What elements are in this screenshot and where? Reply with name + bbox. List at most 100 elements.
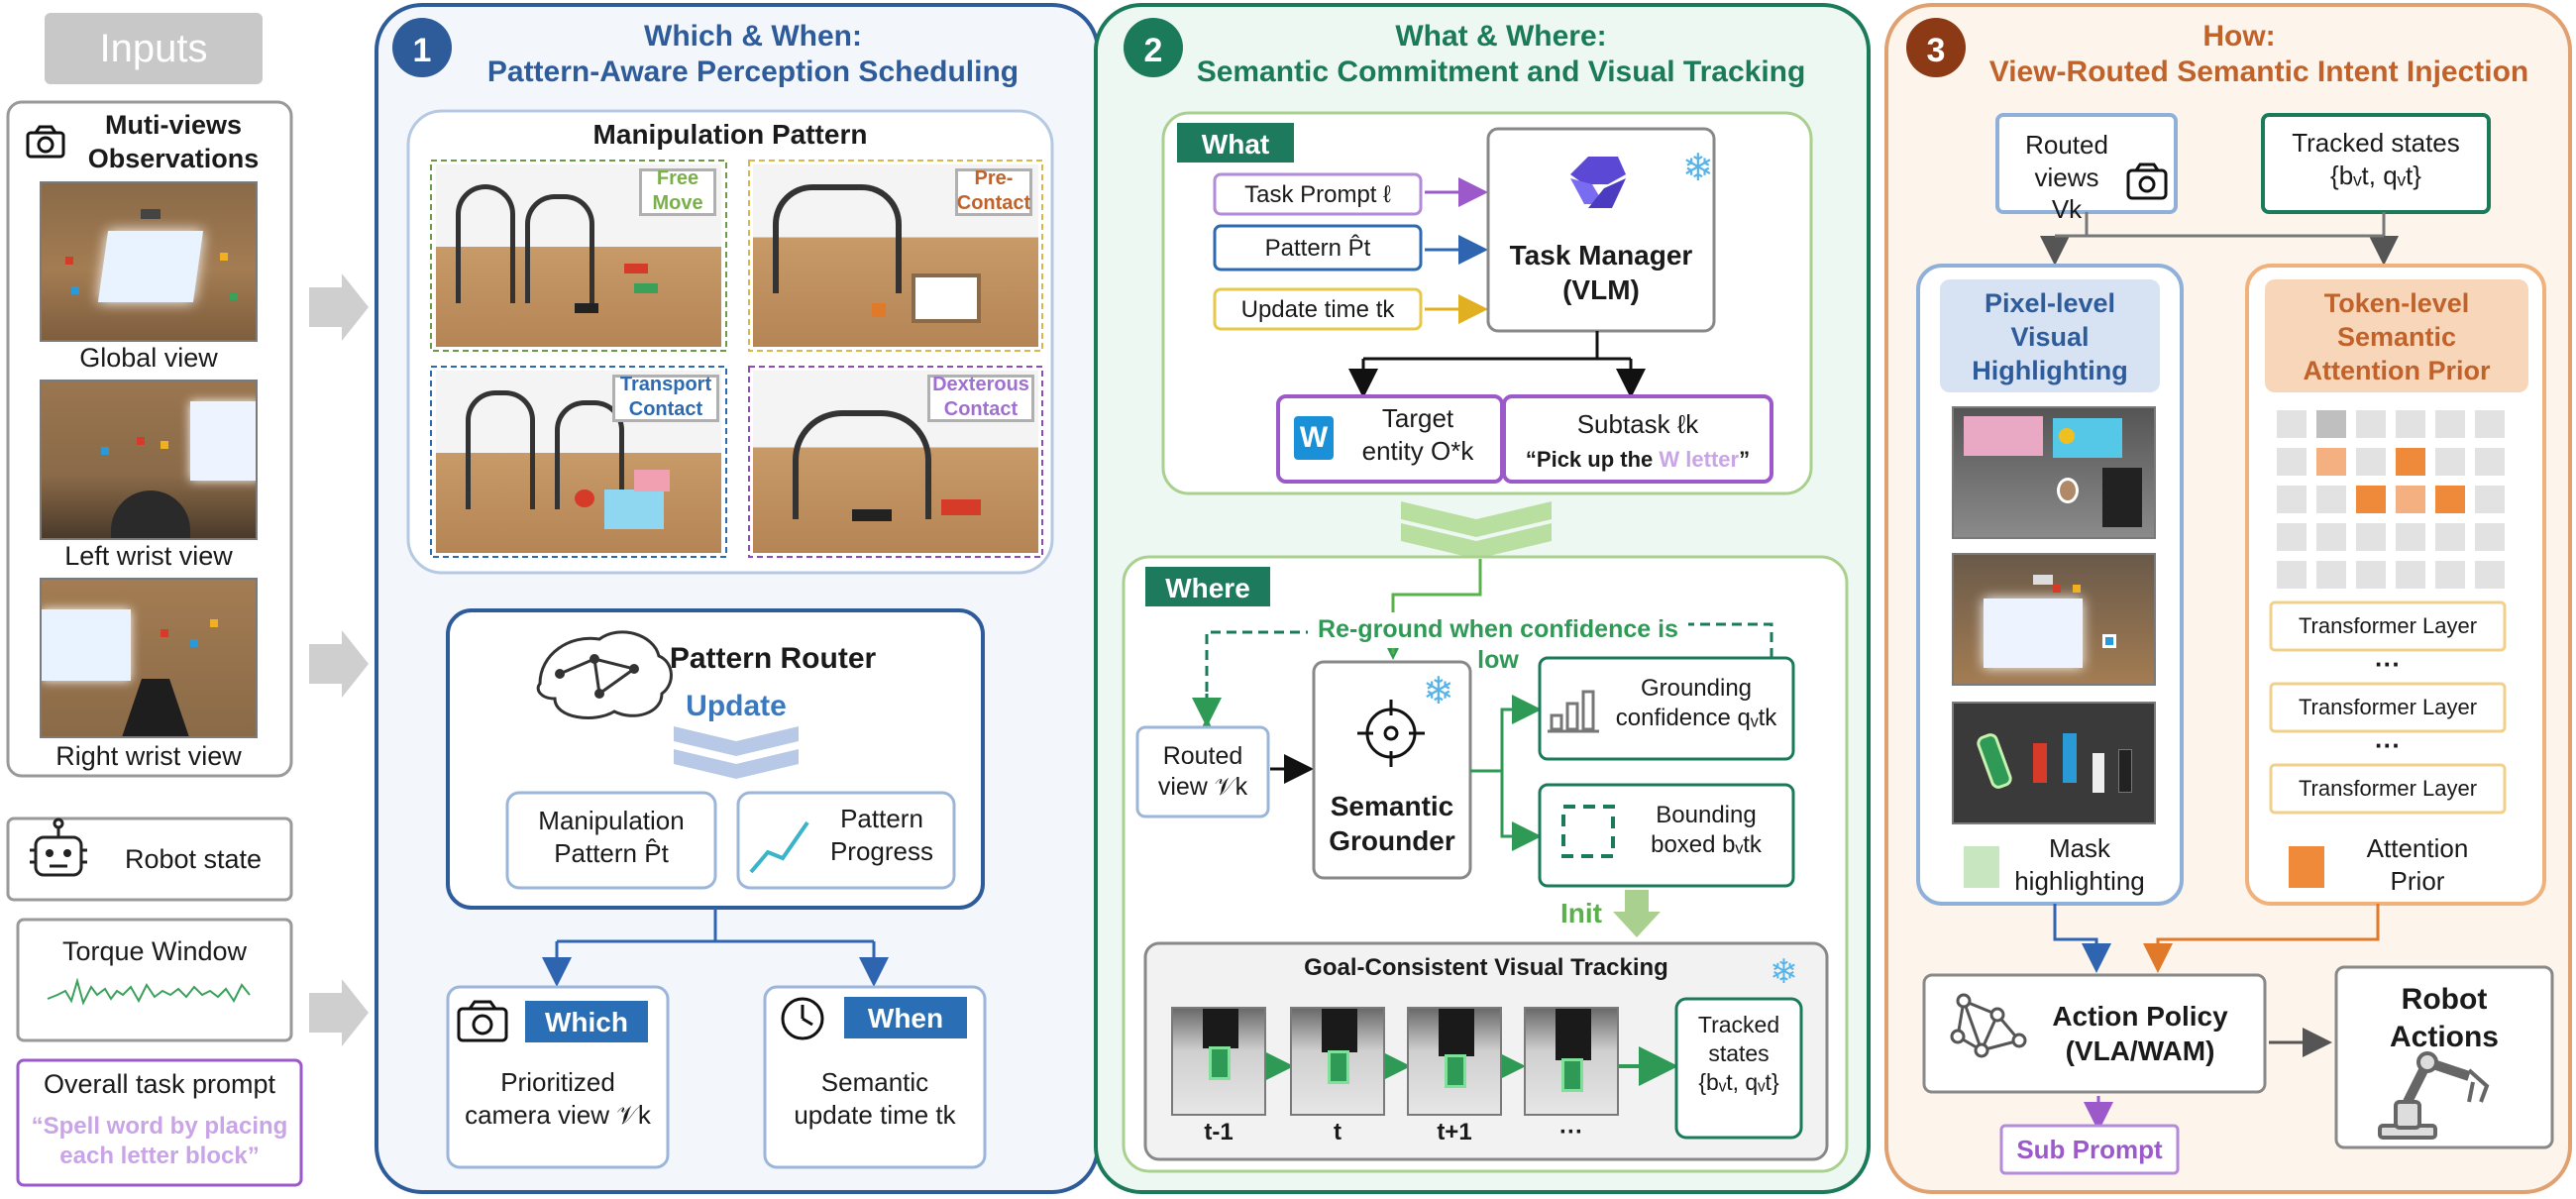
routed-views: Routed views Vk bbox=[2025, 130, 2108, 224]
panel1-title-2: Pattern-Aware Perception Scheduling bbox=[486, 55, 1020, 88]
robot-icon bbox=[28, 828, 91, 888]
robot-arm-icon bbox=[2376, 1050, 2495, 1142]
panel3-title-1: How: bbox=[2202, 20, 2276, 53]
panel1-number: 1 bbox=[412, 32, 432, 69]
attention-prior: Attention Prior bbox=[2366, 833, 2469, 896]
attention-cell bbox=[2475, 523, 2505, 551]
w-letter-icon: W bbox=[1299, 421, 1329, 454]
overall-task-prompt-quote: “Spell word by placing each letter block… bbox=[31, 1113, 288, 1169]
pattern-input: Pattern P̂t bbox=[1264, 235, 1371, 262]
attention-cell bbox=[2356, 448, 2386, 476]
attention-cell bbox=[2356, 410, 2386, 438]
attention-cell bbox=[2277, 410, 2307, 438]
clock-icon bbox=[779, 995, 826, 1042]
attention-cell bbox=[2435, 561, 2465, 589]
panel2-title-1: What & Where: bbox=[1395, 20, 1607, 53]
attention-cell bbox=[2435, 448, 2465, 476]
frame-label: ··· bbox=[1559, 1119, 1583, 1145]
prioritized-view: Prioritized camera view 𝒱k bbox=[465, 1067, 651, 1130]
torque-signal-icon bbox=[40, 979, 258, 1019]
transformer-layer: Transformer Layer bbox=[2298, 695, 2478, 719]
pattern-router-title: Pattern Router bbox=[669, 642, 877, 675]
attention-cell bbox=[2277, 486, 2307, 513]
transformer-layer: Transformer Layer bbox=[2298, 613, 2478, 638]
mask-legend-icon bbox=[1964, 846, 1999, 888]
dexterous-contact-label: Dexterous Contact bbox=[932, 374, 1029, 420]
right-wrist-view-label: Right wrist view bbox=[55, 741, 242, 771]
panel3-number: 3 bbox=[1926, 32, 1946, 69]
attention-cell bbox=[2435, 410, 2465, 438]
panel3-title-2: View-Routed Semantic Intent Injection bbox=[1988, 55, 2529, 88]
free-move-tag bbox=[639, 168, 716, 216]
attention-cell bbox=[2475, 410, 2505, 438]
highlight-image bbox=[1952, 553, 2156, 686]
when-label: When bbox=[867, 1003, 944, 1034]
global-view-label: Global view bbox=[79, 343, 218, 373]
attention-cell bbox=[2316, 448, 2346, 476]
attention-cell bbox=[2475, 486, 2505, 513]
right-wrist-view-image bbox=[40, 578, 258, 738]
transport-contact-tag bbox=[612, 375, 719, 422]
dexterous-contact-tag bbox=[927, 375, 1034, 422]
camera-icon bbox=[456, 999, 511, 1044]
target-entity: Target entity O*k bbox=[1361, 403, 1474, 466]
attention-cell bbox=[2356, 486, 2386, 513]
token-level-title: Token-level Semantic Attention Prior bbox=[2303, 288, 2491, 385]
attention-cell bbox=[2396, 486, 2425, 513]
ellipsis: ··· bbox=[2375, 649, 2401, 679]
panel2-title-2: Semantic Commitment and Visual Tracking bbox=[1196, 55, 1806, 88]
action-policy: Action Policy (VLA/WAM) bbox=[2052, 1001, 2228, 1066]
camera-icon bbox=[26, 125, 65, 159]
pre-contact-label: Pre- Contact bbox=[956, 167, 1031, 214]
task-manager: Task Manager (VLM) bbox=[1509, 240, 1693, 305]
attention-cell bbox=[2316, 561, 2346, 589]
attention-legend-icon bbox=[2289, 846, 2324, 888]
attention-cell bbox=[2475, 561, 2505, 589]
attention-cell bbox=[2277, 561, 2307, 589]
attention-cell bbox=[2475, 448, 2505, 476]
inputs-header: Inputs bbox=[99, 27, 208, 70]
which-label: Which bbox=[545, 1007, 628, 1037]
subtask-label: Subtask ℓk bbox=[1576, 409, 1699, 439]
attention-cell bbox=[2356, 523, 2386, 551]
grounding-confidence: Grounding confidence qᵥtk bbox=[1615, 675, 1777, 731]
pattern-progress: Pattern Progress bbox=[829, 804, 934, 866]
semantic-grounder: Semantic Grounder bbox=[1329, 791, 1455, 856]
attention-cell bbox=[2396, 523, 2425, 551]
attention-cell bbox=[2435, 523, 2465, 551]
transport-contact-label: Transport Contact bbox=[619, 374, 712, 420]
attention-cell bbox=[2277, 448, 2307, 476]
policy-network-icon bbox=[1950, 993, 2025, 1060]
frame-label: t-1 bbox=[1204, 1119, 1234, 1145]
routed-view: Routed view 𝒱k bbox=[1157, 742, 1248, 802]
target-crosshair-icon bbox=[1357, 694, 1429, 773]
svg-text:❄: ❄ bbox=[1682, 146, 1714, 189]
attention-cell bbox=[2316, 486, 2346, 513]
attention-cell bbox=[2316, 523, 2346, 551]
camera-icon bbox=[2124, 159, 2170, 202]
frame-label: t bbox=[1334, 1119, 1342, 1145]
pre-contact-tag bbox=[955, 168, 1032, 216]
overall-task-prompt-label: Overall task prompt bbox=[43, 1069, 276, 1099]
snowflake-icon bbox=[1421, 670, 1460, 709]
tracking-frame-image bbox=[1290, 1007, 1385, 1116]
attention-cell bbox=[2277, 523, 2307, 551]
attention-cell bbox=[2435, 486, 2465, 513]
init-label: Init bbox=[1560, 898, 1602, 928]
task-prompt-input: Task Prompt ℓ bbox=[1244, 181, 1391, 208]
progress-line-icon bbox=[745, 818, 810, 876]
highlight-image bbox=[1952, 702, 2156, 824]
subtask-quote: “Pick up the W letter” bbox=[1525, 447, 1751, 472]
global-view-image bbox=[40, 181, 258, 342]
mask-highlighting: Mask highlighting bbox=[2014, 833, 2145, 896]
vlm-logo-icon bbox=[1565, 151, 1631, 220]
update-time-input: Update time tk bbox=[1240, 296, 1395, 323]
tracked-states: Tracked states {bᵥt, qᵥt} bbox=[1697, 1012, 1780, 1095]
tracking-frame-image bbox=[1171, 1007, 1266, 1116]
update-label: Update bbox=[686, 690, 787, 722]
panel3-tracked-states: Tracked states {bᵥt, qᵥt} bbox=[2292, 128, 2460, 190]
attention-cell bbox=[2396, 448, 2425, 476]
reground-label: Re-ground when confidence is low bbox=[1318, 615, 1678, 675]
bar-chart-icon bbox=[1546, 688, 1603, 735]
frame-label: t+1 bbox=[1437, 1119, 1472, 1145]
